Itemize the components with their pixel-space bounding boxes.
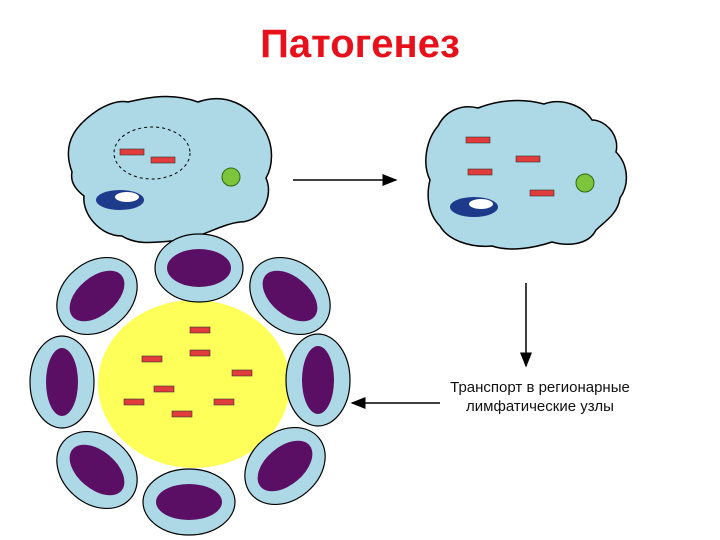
antigen-fragment <box>171 410 193 418</box>
antigen-fragment <box>119 148 145 156</box>
antigen-fragment <box>141 355 163 363</box>
phagosome-outline <box>113 126 191 180</box>
lymphocyte <box>249 256 331 336</box>
lymphocyte <box>142 468 236 536</box>
macrophage-left <box>67 95 273 244</box>
lymphocyte <box>29 335 95 429</box>
antigen-fragment <box>213 398 235 406</box>
slide-title: Патогенез <box>260 22 460 66</box>
lymph-node-antigens <box>123 326 253 418</box>
antigen-fragment <box>529 189 555 197</box>
macrophage-right <box>425 99 628 250</box>
green-granule <box>575 173 595 193</box>
lymphocyte-ring <box>29 233 351 536</box>
transport-caption: Транспорт в регионарные лимфатические уз… <box>450 379 630 415</box>
antigen-fragment <box>189 349 211 357</box>
antigen-fragment <box>189 326 211 334</box>
lymphocyte <box>244 426 326 506</box>
antigen-fragment <box>123 398 145 406</box>
lymph-node <box>98 300 290 468</box>
antigen-fragment <box>150 156 176 164</box>
lymphocyte <box>56 256 138 336</box>
green-granule <box>221 167 241 187</box>
nucleus-highlight <box>115 192 139 202</box>
lymphocyte <box>285 333 351 427</box>
antigen-fragment <box>231 369 253 377</box>
antigen-fragment <box>515 155 541 163</box>
antigen-fragment <box>467 168 493 176</box>
lymphocyte <box>56 430 138 510</box>
lymphocyte <box>154 233 244 303</box>
nucleus-highlight <box>469 199 493 209</box>
antigen-fragment <box>153 385 175 393</box>
antigen-fragment <box>465 136 491 144</box>
